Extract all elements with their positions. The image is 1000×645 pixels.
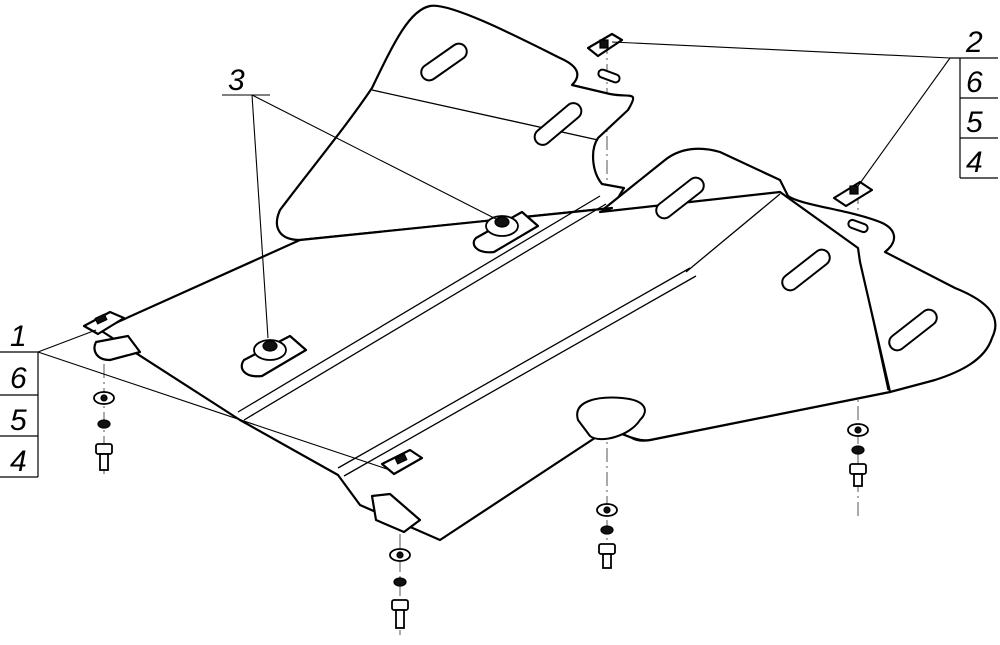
skid-plate	[93, 4, 997, 542]
rib-front	[237, 195, 601, 413]
rib-front-2	[243, 203, 607, 421]
mounting-slots	[420, 42, 938, 352]
fold-line-right	[859, 259, 889, 391]
main-body	[98, 190, 892, 542]
callout-left-title: 1	[10, 320, 27, 353]
callout-right-row-2: 5	[966, 106, 983, 139]
fastener-stack-bottom	[389, 548, 411, 629]
callout-left: 1 6 5 4	[0, 320, 39, 478]
callout-left-row-1: 6	[10, 362, 27, 395]
clip-nut-front	[240, 334, 308, 378]
callout-clip-title: 3	[228, 64, 245, 97]
callout-right: 2 6 5 4	[950, 26, 998, 179]
clip-nut-rear	[472, 210, 540, 254]
upper-tongue	[275, 4, 635, 242]
callout-right-row-1: 6	[966, 66, 983, 99]
leader-lines	[37, 41, 951, 471]
callout-right-row-3: 4	[966, 146, 983, 179]
rib-rear	[337, 267, 691, 469]
fastener-stack-right	[847, 423, 869, 487]
callout-clip: 3	[228, 64, 245, 97]
callout-left-row-3: 4	[10, 445, 27, 478]
left-flange	[93, 334, 142, 362]
bottom-flange	[370, 492, 422, 534]
edge-clips	[82, 32, 874, 476]
centre-cutout	[576, 396, 646, 441]
callout-right-title: 2	[965, 26, 983, 59]
rib-right	[685, 193, 781, 273]
fastener-stack-left	[93, 391, 115, 471]
callout-left-row-2: 5	[10, 404, 27, 437]
rib-rear-2	[343, 275, 697, 477]
fastener-stack-centre	[596, 503, 618, 569]
